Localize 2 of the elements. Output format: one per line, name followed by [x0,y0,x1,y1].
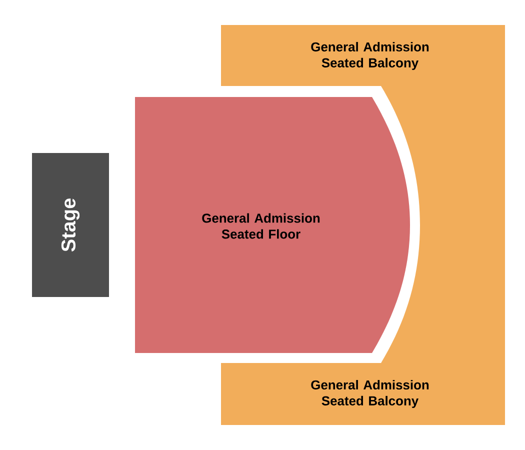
seating-section: General Admission Seated Floor [135,97,410,353]
stage-block: Stage [32,153,109,297]
